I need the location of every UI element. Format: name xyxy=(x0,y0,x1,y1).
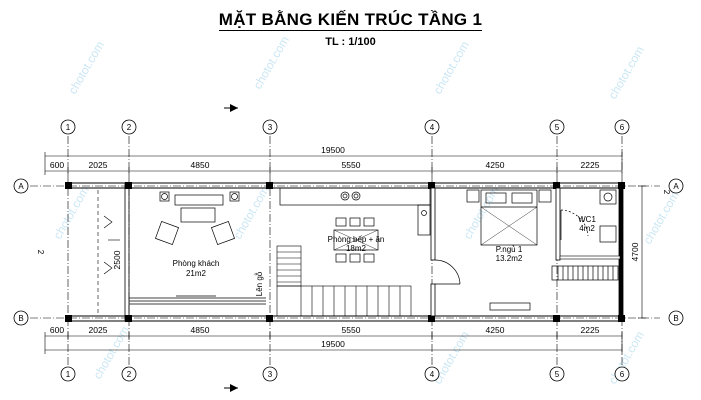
room-name-living: Phòng khách xyxy=(173,259,220,268)
dim-segment: 4250 xyxy=(486,325,505,335)
watermark: chotot.com xyxy=(640,189,681,247)
watermark: chotot.com xyxy=(50,184,91,242)
dim-segment: 600 xyxy=(50,325,64,335)
dim-segment: 4850 xyxy=(191,325,210,335)
bedroom-furniture xyxy=(434,189,552,311)
grid-label-6: 6 xyxy=(620,370,625,379)
grid-label-3: 3 xyxy=(268,123,273,132)
watermark: chotot.com xyxy=(250,34,291,92)
grid-label-4: 4 xyxy=(430,123,435,132)
dim-inner: 2500 xyxy=(112,250,122,269)
grid-bubbles-top: 1 2 3 4 5 6 xyxy=(60,119,630,135)
grid-label-1: 1 xyxy=(66,123,71,132)
dim-right: 4700 xyxy=(630,242,640,261)
room-name-bedroom: P.ngủ 1 xyxy=(496,245,523,254)
dim-total-top: 19500 xyxy=(321,145,345,155)
watermark: chotot.com xyxy=(430,39,471,97)
section-label: 2 xyxy=(36,250,45,255)
room-area-kitchen: 18m2 xyxy=(346,244,367,253)
row-label-a: A xyxy=(18,182,24,191)
grid-label-2: 2 xyxy=(127,123,132,132)
dim-segment: 2025 xyxy=(89,160,108,170)
row-label-b: B xyxy=(18,314,23,323)
room-area-bedroom: 13.2m2 xyxy=(496,254,523,263)
dimension-right xyxy=(638,185,646,319)
row-label-b: B xyxy=(673,314,678,323)
grid-label-2: 2 xyxy=(127,370,132,379)
dimensions-top xyxy=(44,152,623,175)
drawing-title: MẶT BẰNG KIẾN TRÚC TẦNG 1 xyxy=(218,10,483,31)
wc-fixtures xyxy=(560,189,617,243)
grid-label-5: 5 xyxy=(555,370,560,379)
kitchen-furniture xyxy=(279,187,431,263)
drawing-scale: TL : 1/100 xyxy=(325,36,376,48)
room-area-wc: 4m2 xyxy=(579,224,595,233)
row-label-a: A xyxy=(673,182,679,191)
row-bubbles: A B A B xyxy=(13,178,684,326)
grid-label-5: 5 xyxy=(555,123,560,132)
dim-segment: 600 xyxy=(50,160,64,170)
watermark: chotot.com xyxy=(65,39,106,97)
grid-label-3: 3 xyxy=(268,370,273,379)
section-label: 2 xyxy=(662,190,671,195)
room-name-wc: WC1 xyxy=(578,215,596,224)
section-markers: 2 2 xyxy=(36,104,671,392)
room-name-kitchen: Phòng bếp + ăn xyxy=(328,235,385,244)
dim-segment: 2025 xyxy=(89,325,108,335)
dim-segment: 4850 xyxy=(191,160,210,170)
front-door xyxy=(97,190,120,314)
dim-segment: 2225 xyxy=(581,325,600,335)
grid-label-4: 4 xyxy=(430,370,435,379)
dim-total-bottom: 19500 xyxy=(321,339,345,349)
dimensions-bottom xyxy=(44,332,623,354)
grid-bubbles-bottom: 1 2 3 4 5 6 xyxy=(60,366,630,382)
watermark: chotot.com xyxy=(605,44,646,102)
wardrobe xyxy=(551,265,619,281)
dim-segment: 4250 xyxy=(486,160,505,170)
stair-label: Lên gỗ xyxy=(255,271,264,296)
dim-segment: 5550 xyxy=(342,160,361,170)
room-area-living: 21m2 xyxy=(186,269,207,278)
grid-label-1: 1 xyxy=(66,370,71,379)
walls xyxy=(65,182,625,322)
grid-label-6: 6 xyxy=(620,123,625,132)
living-room-furniture xyxy=(155,191,240,297)
dim-segment: 2225 xyxy=(581,160,600,170)
dim-segment: 5550 xyxy=(342,325,361,335)
stairs xyxy=(276,245,412,317)
